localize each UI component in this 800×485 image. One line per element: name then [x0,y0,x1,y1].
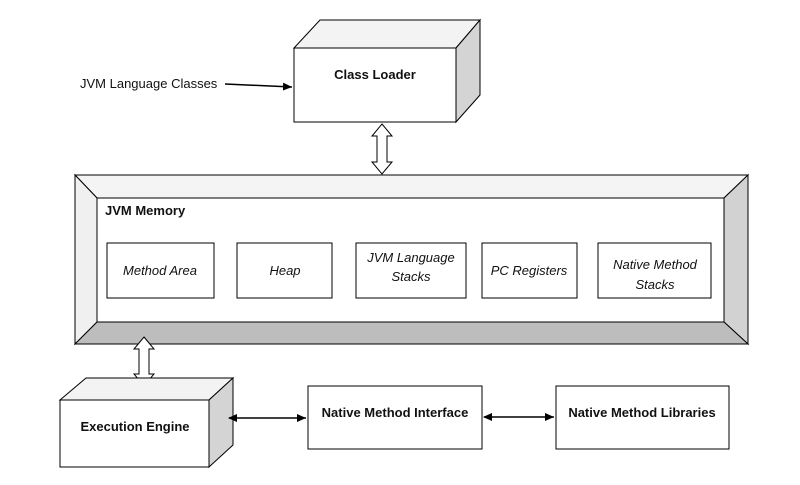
memory-area-method-area: Method Area [106,242,215,299]
jvm-memory-title: JVM Memory [105,203,186,218]
memory-area-label-line1: Native Method [613,257,698,272]
memory-area-native-method-stacks: Native Method Stacks [597,242,712,299]
class-loader-box: Class Loader [292,18,482,124]
execution-engine-box: Execution Engine [58,376,235,469]
loader-memory-double-arrow [370,123,394,175]
memory-area-label-line2: Stacks [635,277,675,292]
native-method-interface-box: Native Method Interface [307,385,483,450]
memory-area-pc-registers: PC Registers [481,242,578,299]
memory-area-jvm-language-stacks: JVM Language Stacks [355,242,467,299]
native-method-interface-label: Native Method Interface [322,405,469,420]
native-method-libraries-label: Native Method Libraries [568,405,715,420]
native-method-libraries-box: Native Method Libraries [555,385,730,450]
input-label: JVM Language Classes [80,76,218,91]
memory-area-label-line2: Stacks [391,269,431,284]
memory-area-label: Method Area [123,263,197,278]
input-arrow [224,82,293,91]
memory-area-label-line1: JVM Language [366,250,454,265]
class-loader-label: Class Loader [334,67,416,82]
memory-area-label: Heap [269,263,300,278]
memory-area-heap: Heap [236,242,333,299]
execution-engine-label: Execution Engine [80,419,189,434]
memory-area-label: PC Registers [491,263,568,278]
